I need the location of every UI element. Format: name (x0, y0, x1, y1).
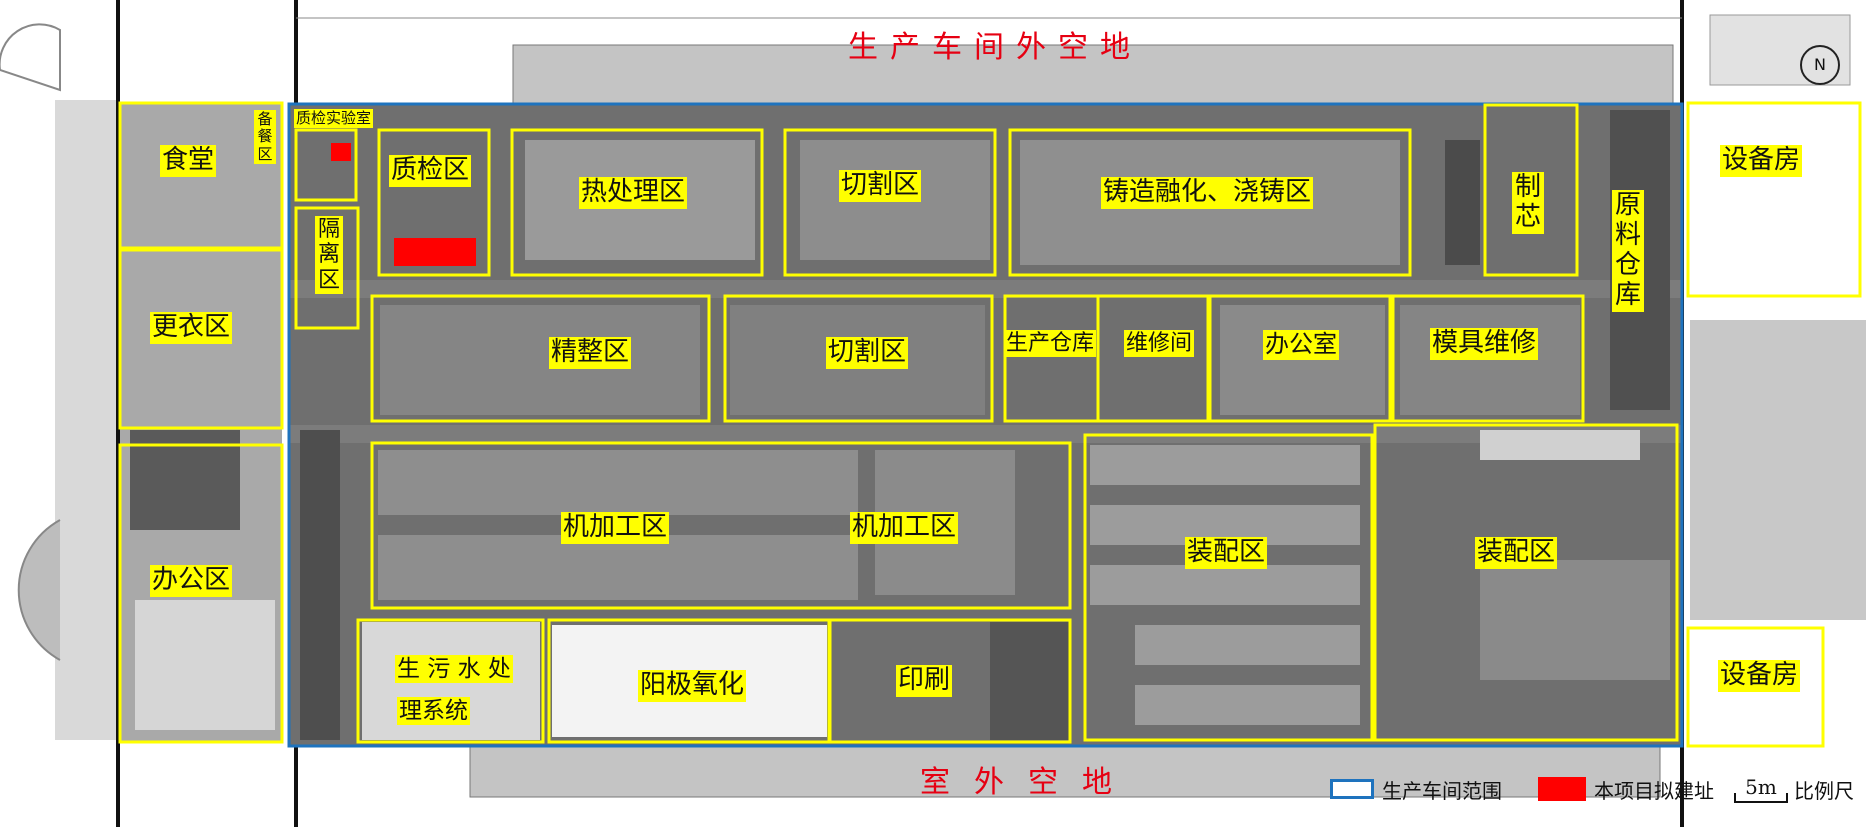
zone-outline-printing (828, 618, 1072, 744)
zone-label-wastewater-line2: 理系统 (397, 697, 470, 726)
legend-scale-value: 5m (1745, 775, 1777, 799)
zone-outline-assembly-1 (1083, 433, 1374, 742)
zone-outline-cutting-1 (783, 128, 997, 277)
zone-outline-canteen (118, 101, 284, 250)
printing-side-floor (990, 622, 1070, 740)
legend-site-label: 本项目拟建址 (1594, 778, 1714, 803)
zone-label-heat-treatment: 热处理区 (579, 177, 688, 209)
zone-label-qc-lab: 质检实验室 (294, 109, 374, 129)
zone-label-equipment-room-1: 设备房 (1720, 145, 1803, 177)
zone-label-office-left: 办公区 (150, 565, 233, 597)
site-marker-qc-area (394, 238, 476, 266)
zone-outline-assembly-2 (1373, 423, 1679, 742)
left-entrance-arc (17, 519, 61, 661)
zone-outline-qc-lab (294, 128, 358, 202)
zone-outline-repair-room (1096, 294, 1210, 423)
zone-label-equipment-room-2: 设备房 (1718, 660, 1801, 692)
aisle-h2 (290, 425, 1682, 443)
zone-outline-qc-area (377, 128, 491, 277)
zone-label-mold-repair: 模具维修 (1430, 328, 1539, 360)
left-meeting-room (135, 600, 275, 730)
zone-label-casting: 铸造融化、浇铸区 (1101, 177, 1314, 209)
zone-label-changing: 更衣区 (150, 312, 233, 344)
zone-label-cutting-1: 切割区 (839, 170, 922, 202)
zone-label-raw-material: 原料仓库 (1612, 190, 1644, 312)
zone-outline-office-inner (1208, 294, 1392, 423)
zone-label-printing: 印刷 (896, 665, 953, 697)
legend-scope-swatch (1330, 779, 1374, 799)
zone-label-qc-area: 质检区 (389, 155, 472, 187)
zone-label-core-making: 制芯 (1512, 172, 1544, 234)
left-walkway (55, 100, 120, 740)
zone-label-catering: 备餐区 (254, 110, 276, 164)
site-marker-qc-lab (331, 143, 351, 161)
top-outdoor-label: 生产车间外空地 (848, 30, 1142, 65)
zone-label-canteen: 食堂 (160, 145, 217, 177)
right-annex (1690, 320, 1866, 620)
zone-label-assembly-2: 装配区 (1475, 537, 1558, 569)
zone-outline-core-making (1483, 103, 1579, 277)
zone-outline-isolation (294, 206, 360, 330)
zone-outline-casting (1008, 128, 1412, 277)
zone-outline-cutting-2 (723, 294, 994, 423)
production-scope-outline (287, 102, 1684, 748)
zone-outline-mold-repair (1391, 294, 1585, 423)
legend-scope-label: 生产车间范围 (1382, 778, 1502, 803)
zone-label-finishing: 精整区 (549, 337, 632, 369)
zone-outline-equipment-room-1 (1686, 101, 1862, 298)
zone-outline-equipment-room-2 (1686, 626, 1825, 748)
zone-label-machining-2: 机加工区 (850, 512, 959, 544)
aisle-h1 (290, 280, 1682, 298)
zone-label-machining-1: 机加工区 (561, 512, 670, 544)
legend-scale-bar: 5m (1734, 775, 1788, 803)
outer-yard-top (512, 44, 1674, 106)
legend-site-swatch (1538, 777, 1586, 801)
legend: 生产车间范围 本项目拟建址 5m 比例尺 (1330, 774, 1854, 804)
zone-outline-office-left (118, 443, 284, 744)
left-curve-road (0, 23, 61, 92)
zone-label-anodizing: 阳极氧化 (638, 670, 747, 702)
zone-outline-heat-treatment (510, 128, 764, 277)
zone-outline-changing (118, 248, 284, 430)
zone-outline-machining (370, 441, 1072, 610)
zone-label-office-inner: 办公室 (1263, 330, 1339, 360)
bottom-outdoor-label: 室外空地 (920, 765, 1136, 800)
zone-label-wastewater-line1: 生 污 水 处 (395, 655, 513, 684)
north-arrow-icon: N (1800, 45, 1840, 85)
zone-label-cutting-2: 切割区 (826, 337, 909, 369)
zone-label-isolation: 隔离区 (315, 216, 343, 294)
left-conveyor (300, 430, 340, 740)
legend-scale-label: 比例尺 (1794, 778, 1854, 803)
zone-outline-finishing (370, 294, 711, 423)
zone-label-assembly-1: 装配区 (1185, 537, 1268, 569)
zone-label-production-store: 生产仓库 (1004, 330, 1097, 358)
left-hall (130, 430, 240, 530)
zone-outline-wastewater (356, 618, 545, 744)
zone-label-repair-room: 维修间 (1124, 330, 1195, 358)
